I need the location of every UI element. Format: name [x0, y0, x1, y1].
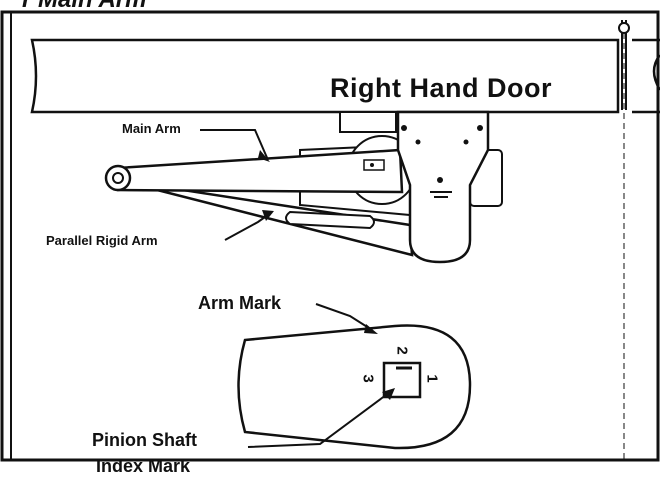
arm-mark-arrowhead [364, 324, 378, 334]
mounting-bracket [396, 110, 490, 264]
pinion-shaft-leader [247, 391, 391, 448]
bracket-pivot [437, 177, 443, 183]
arm-pivot-inner [112, 172, 124, 184]
index-mark-label: Index Mark [96, 456, 191, 476]
bracket-screw-1 [401, 125, 407, 131]
index-number-3: 3 [359, 374, 377, 383]
closer-mount [339, 111, 397, 133]
frame-edge [652, 54, 660, 91]
main-arm-label: Main Arm [122, 121, 181, 136]
main-arm-leader [200, 129, 269, 161]
arm-screw [370, 163, 374, 167]
main-arm-arrowhead [258, 150, 270, 162]
door-title: Right Hand Door [330, 73, 552, 103]
pinion-shaft-label: Pinion Shaft [92, 430, 197, 450]
arm-mark-leader [315, 303, 373, 331]
frame-header [632, 38, 660, 114]
rigid-arm-slot [285, 210, 375, 230]
rigid-arm-arrowhead [262, 210, 274, 221]
index-number-1: 1 [423, 374, 441, 383]
outer-frame [0, 10, 660, 462]
arm-end-detail [237, 324, 472, 450]
index-number-2: 2 [393, 346, 411, 355]
bracket-screw-3 [415, 139, 421, 145]
bracket-screw-4 [463, 139, 469, 145]
pinion-shaft-arrowhead [382, 388, 395, 400]
parallel-rigid-arm-label: Parallel Rigid Arm [46, 233, 158, 248]
bracket-screw-2 [477, 125, 483, 131]
cut-off-header-title: r Main Arm [22, 0, 146, 14]
arm-mark-label: Arm Mark [198, 293, 282, 313]
hinge-pin [618, 22, 630, 34]
